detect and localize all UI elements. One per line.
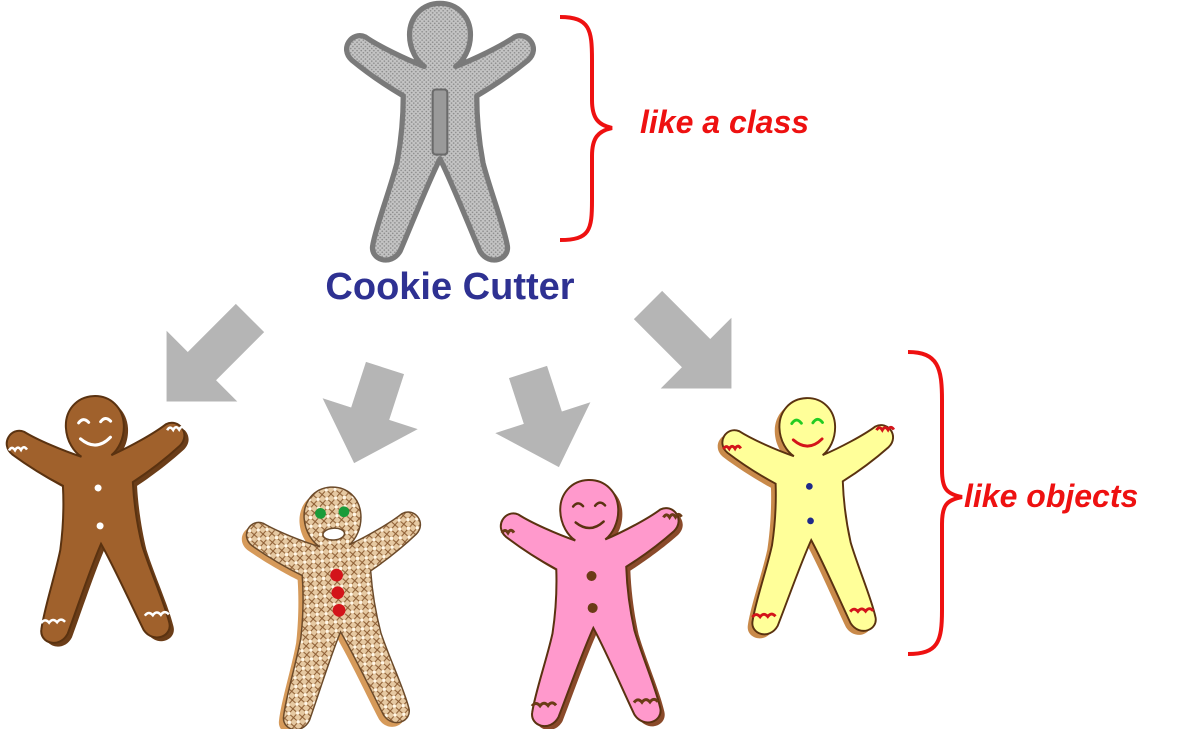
arrow-to-lattice-cookie [322,361,418,464]
arrow-to-yellow-cookie [633,290,732,389]
icing-trim [7,425,187,625]
objects-brace [907,350,963,656]
cookie-pink [498,475,690,729]
buttons [94,484,104,530]
class-brace [559,15,613,242]
class-note-label: like a class [640,104,810,140]
arrow-to-brown-cookie [166,303,265,402]
buttons [586,570,598,613]
objects-note-label: like objects [964,478,1139,514]
mouth [322,527,346,541]
icing-trim [722,425,896,620]
cookie-cutter-shape [347,3,534,260]
cookie-cutter-label: Cookie Cutter [325,266,575,308]
buttons [805,483,814,525]
cookie-lattice [238,480,435,729]
cookie-yellow [716,394,901,640]
smile-face [77,416,113,447]
icing-trim [500,512,683,709]
smile-face [571,501,607,530]
arrow-to-pink-cookie [495,365,591,468]
eyes [315,506,350,519]
smile-face [790,417,824,448]
buttons [330,568,346,617]
cookie-brown [3,390,200,649]
